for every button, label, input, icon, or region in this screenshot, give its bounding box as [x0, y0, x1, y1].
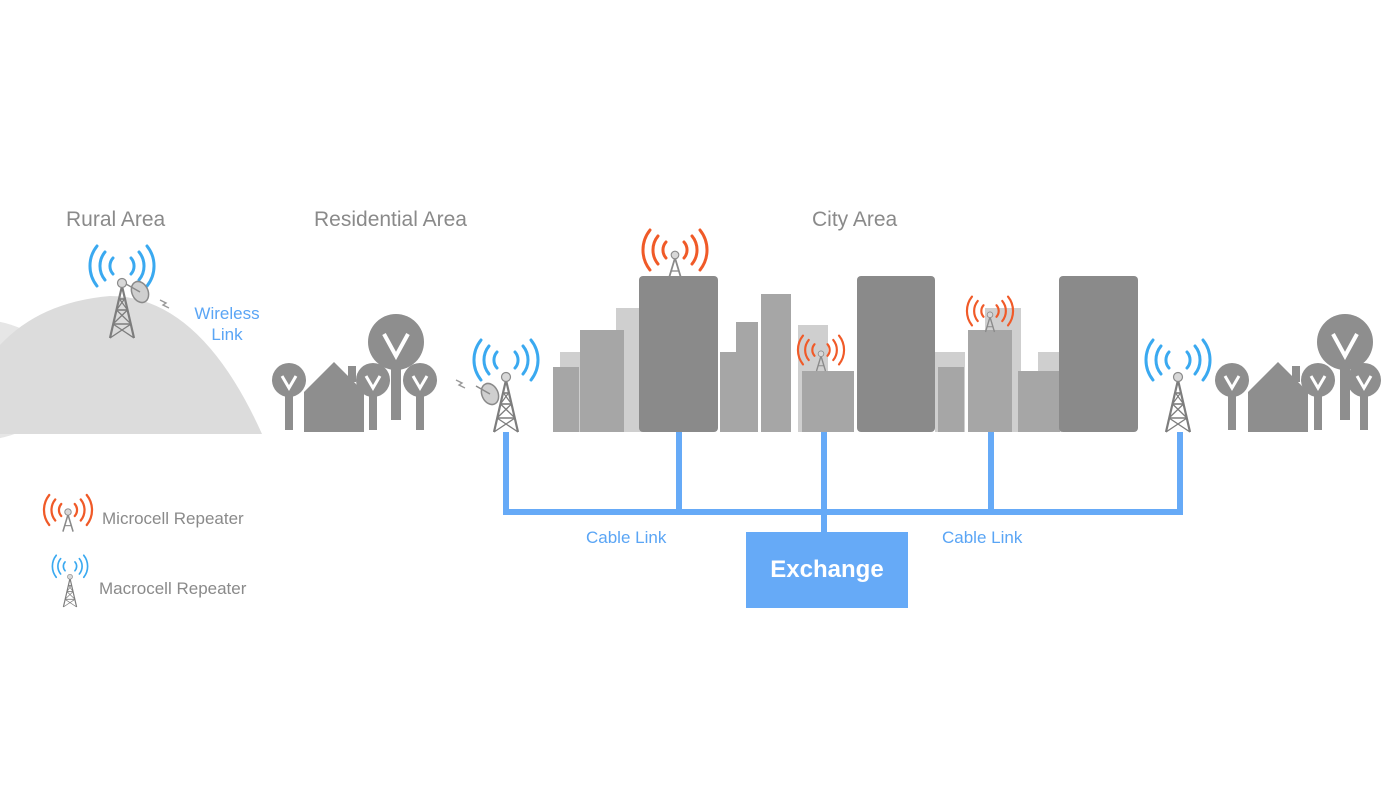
right-macrocell-tower-icon: [1144, 338, 1212, 434]
wireless-link-label: Wireless Link: [194, 304, 260, 344]
legend-microcell-label: Microcell Repeater: [102, 509, 244, 528]
city-area-label: City Area: [812, 208, 898, 231]
cable-link-left-label: Cable Link: [586, 528, 667, 547]
legend-macrocell-icon: [51, 554, 89, 608]
left-wireless-signal-icon: [455, 379, 466, 389]
left-dish-antenna-icon: [475, 379, 503, 409]
residential-house-icon: [304, 362, 364, 432]
cable-link-right-label: Cable Link: [942, 528, 1023, 547]
cable-network: [503, 432, 1183, 534]
rural-area-label: Rural Area: [66, 208, 166, 231]
residential-area-label: Residential Area: [314, 208, 467, 231]
wireless-signal-icon: [159, 299, 170, 309]
microcell-antenna-icon-1: [641, 228, 709, 279]
exchange-box: Exchange: [746, 532, 908, 608]
legend-microcell-icon: [42, 493, 94, 533]
legend-macrocell-label: Macrocell Repeater: [99, 579, 247, 598]
right-house-icon: [1248, 362, 1308, 432]
rural-hills: [0, 296, 262, 439]
city-buildings: [553, 276, 1138, 432]
